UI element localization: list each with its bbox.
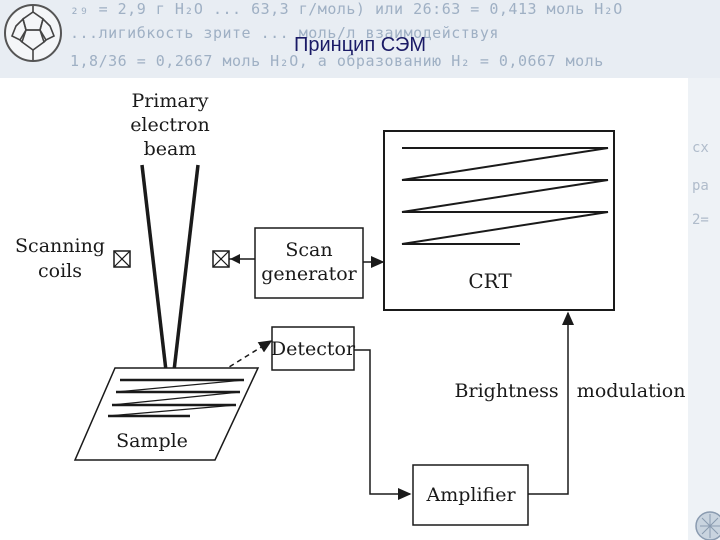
scanning-coil-left bbox=[113, 250, 131, 268]
background-text-line: 1,8/36 = 0,2667 моль H₂O, а образованию … bbox=[70, 52, 604, 70]
sample-label: Sample bbox=[116, 430, 188, 452]
side-decoration: сх ра 2= bbox=[688, 78, 720, 540]
crt-raster-scan bbox=[401, 147, 609, 245]
scan-generator-label-2: generator bbox=[261, 263, 357, 285]
crt-label: CRT bbox=[468, 269, 512, 293]
corner-logo-icon bbox=[695, 511, 720, 540]
sample-scan-lines bbox=[107, 378, 245, 418]
coils-label-line-1: Scanning bbox=[15, 235, 105, 257]
amplifier-to-crt-arrow bbox=[528, 311, 574, 495]
detector-box bbox=[271, 326, 355, 371]
fullerene-logo-icon bbox=[4, 4, 62, 62]
slide-title: Принцип СЭМ bbox=[294, 34, 426, 56]
crt-box bbox=[383, 130, 615, 311]
coil-arrowhead bbox=[230, 254, 240, 264]
side-text: ра bbox=[692, 178, 709, 194]
detector-to-amplifier-arrow bbox=[354, 349, 412, 500]
scan-generator-label-1: Scan bbox=[285, 239, 332, 261]
amplifier-box bbox=[412, 464, 529, 526]
beam-label-line-2: electron bbox=[130, 114, 210, 136]
beam-label-line-1: Primary bbox=[131, 90, 208, 112]
side-text: 2= bbox=[692, 212, 709, 228]
scan-generator-box bbox=[254, 227, 364, 299]
background-text-line: ...лигибкость зрите ... моль/л взаимодей… bbox=[70, 24, 499, 42]
slide-header: ₂₉ = 2,9 г H₂O ... 63,3 г/моль) или 26:6… bbox=[0, 0, 720, 78]
side-text: сх bbox=[692, 140, 709, 156]
scanning-coil-right bbox=[212, 250, 230, 268]
beam-label-line-3: beam bbox=[144, 138, 197, 160]
detector-label: Detector bbox=[271, 338, 356, 360]
coils-label-line-2: coils bbox=[38, 260, 82, 282]
amplifier-label: Amplifier bbox=[425, 484, 516, 506]
brightness-modulation-label: Brightness modulation bbox=[455, 380, 686, 402]
background-text-line: ₂₉ = 2,9 г H₂O ... 63,3 г/моль) или 26:6… bbox=[70, 0, 623, 18]
electron-beam bbox=[140, 164, 200, 406]
